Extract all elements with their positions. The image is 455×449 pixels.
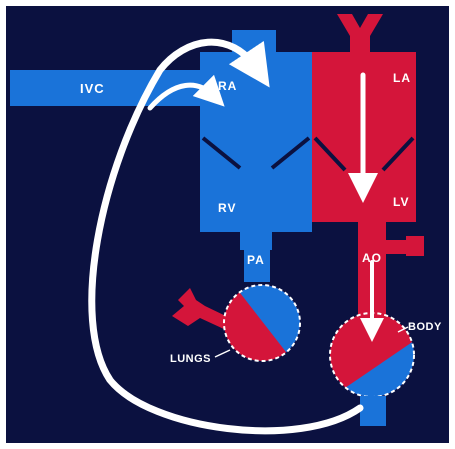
label-body: BODY (408, 321, 442, 333)
label-lv: LV (393, 195, 409, 209)
body-return-vessel (360, 396, 386, 426)
aorta-branch-2 (406, 236, 424, 256)
label-ivc: IVC (80, 81, 105, 96)
label-ao: AO (362, 251, 382, 265)
label-lungs: LUNGS (170, 353, 211, 365)
label-ra: RA (218, 79, 237, 93)
label-pa: PA (247, 253, 265, 267)
label-la: LA (393, 71, 411, 85)
label-rv: RV (218, 201, 236, 215)
